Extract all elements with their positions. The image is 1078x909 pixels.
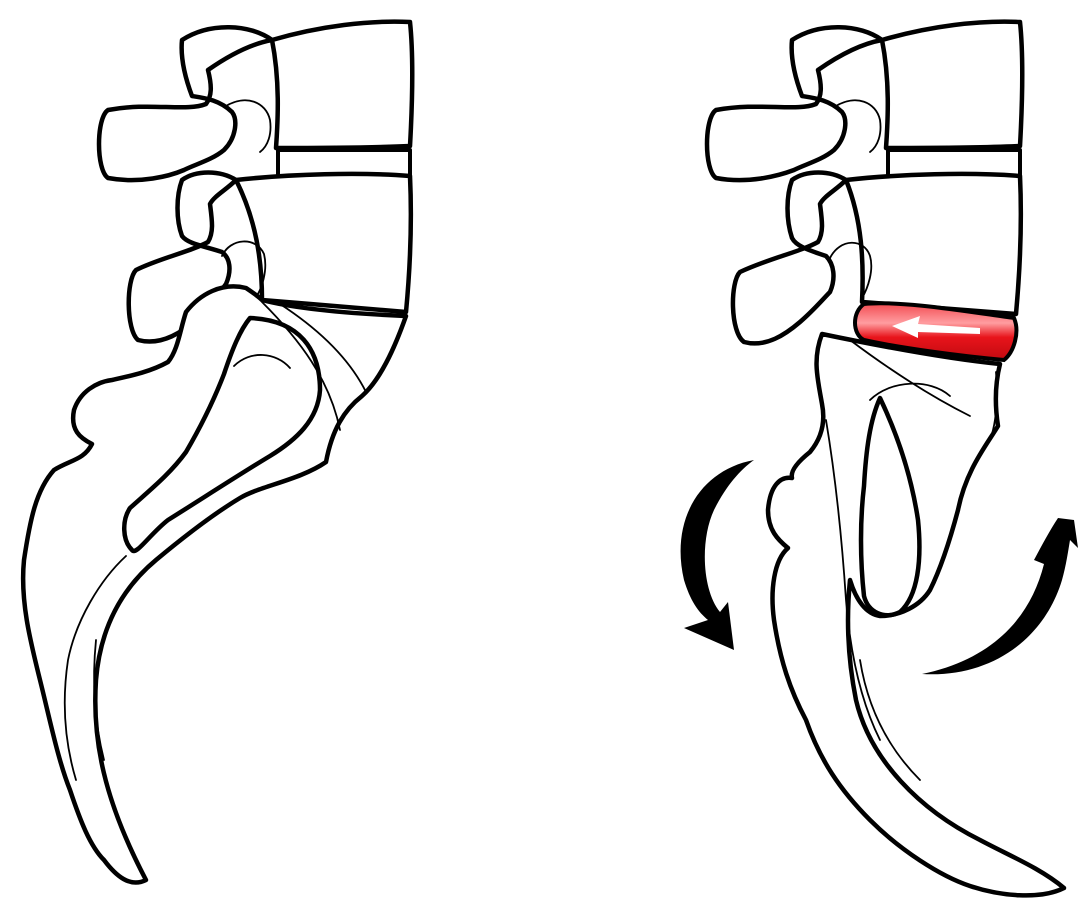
normal-sacrum [23,286,406,882]
curved-arrow-down-icon [681,460,754,650]
upper-vertebral-body [272,22,412,148]
upper-vertebra-posterior [99,27,272,180]
upper-vertebral-body-right [882,22,1022,148]
rotated-sacrum [768,334,1064,895]
middle-vertebra-posterior-right [733,173,846,344]
normal-spine-illustration [23,22,412,883]
affected-spine-illustration [681,22,1078,896]
middle-vertebral-body [236,174,411,312]
middle-vertebral-body-right [846,174,1021,314]
upper-vertebra-posterior-right [707,27,882,180]
